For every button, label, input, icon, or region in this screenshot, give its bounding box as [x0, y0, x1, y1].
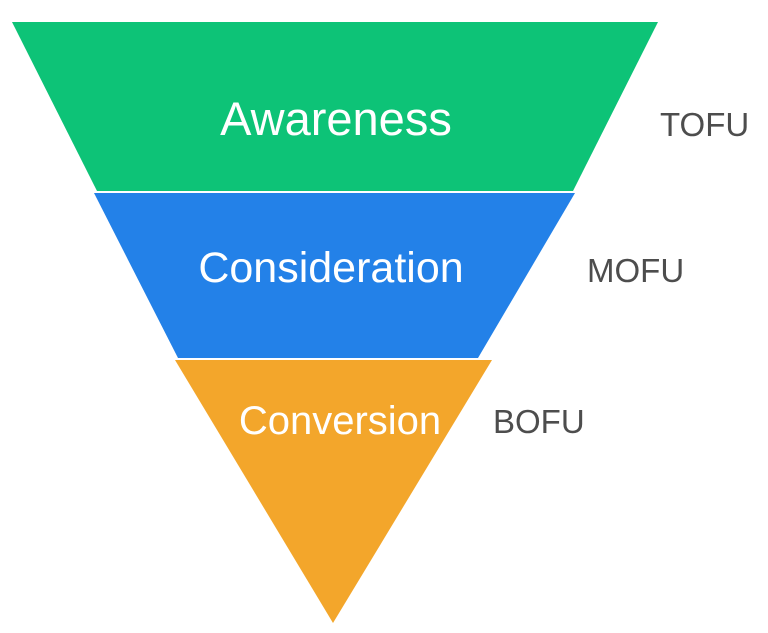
funnel-stage-awareness-label: Awareness [220, 92, 452, 145]
funnel-stage-conversion-shape [175, 360, 492, 623]
funnel-stage-conversion-label: Conversion [239, 399, 441, 443]
side-label-bofu: BOFU [493, 403, 585, 440]
funnel-stage-consideration-label: Consideration [198, 244, 463, 292]
side-label-mofu: MOFU [587, 252, 684, 289]
funnel-stage-awareness-shape [12, 22, 658, 191]
side-label-tofu: TOFU [660, 106, 749, 143]
funnel-stage-consideration-shape [94, 193, 575, 358]
